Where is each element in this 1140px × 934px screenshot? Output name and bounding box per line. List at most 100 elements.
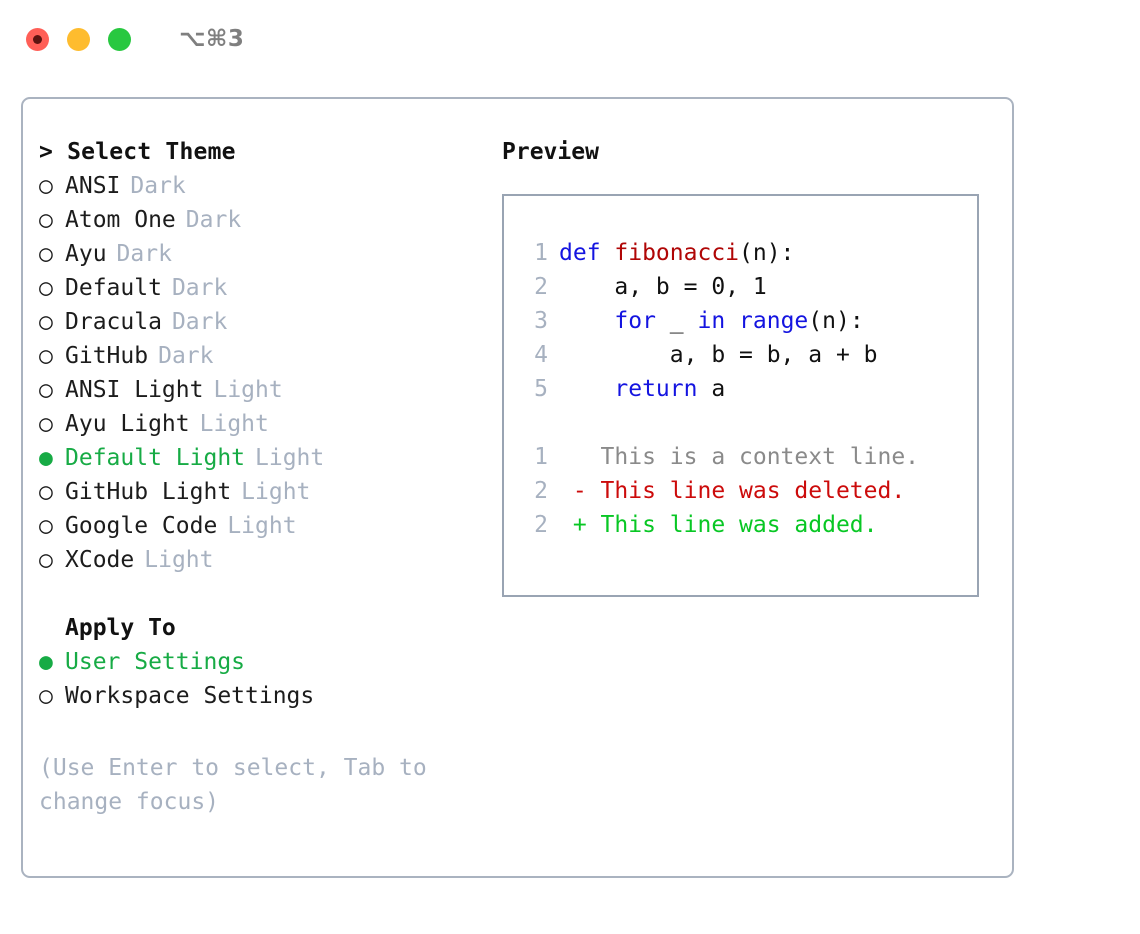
radio-unselected-icon[interactable]: ○ — [39, 411, 53, 437]
code-line: 2 a, b = 0, 1 — [520, 274, 977, 308]
theme-list-item[interactable]: ○ XCode Light — [39, 547, 479, 581]
apply-to-item[interactable]: ● User Settings — [39, 649, 479, 683]
preview-heading: Preview — [502, 139, 599, 165]
diff-line-number: 2 — [534, 478, 548, 504]
theme-mode-badge: Light — [199, 411, 269, 437]
theme-list-item[interactable]: ○ ANSI Dark — [39, 173, 479, 207]
theme-list-item[interactable]: ○ ANSI Light Light — [39, 377, 479, 411]
radio-unselected-icon[interactable]: ○ — [39, 173, 53, 199]
theme-mode-badge: Dark — [185, 207, 242, 233]
radio-unselected-icon[interactable]: ○ — [39, 241, 53, 267]
minimize-button[interactable] — [67, 27, 90, 51]
code-token-plain: _ — [655, 308, 698, 334]
theme-mode-badge: Light — [241, 479, 311, 505]
theme-mode-badge: Light — [213, 377, 283, 403]
diff-line-number: 1 — [534, 444, 548, 470]
diff-line-text: - This line was deleted. — [559, 478, 906, 504]
radio-unselected-icon[interactable]: ○ — [39, 309, 53, 335]
code-token-plain — [559, 376, 614, 402]
close-button[interactable] — [26, 27, 49, 51]
theme-name-label: ANSI Light — [65, 377, 204, 403]
theme-name-label: Atom One — [65, 207, 176, 233]
theme-name-label: XCode — [65, 547, 135, 573]
theme-list-item[interactable]: ○ Dracula Dark — [39, 309, 479, 343]
radio-unselected-icon[interactable]: ○ — [39, 377, 53, 403]
radio-unselected-icon[interactable]: ○ — [39, 275, 53, 301]
code-token-plain: a, b = 0, 1 — [559, 274, 767, 300]
code-token-fn: fibonacci — [614, 240, 740, 266]
code-token-plain — [725, 308, 739, 334]
theme-mode-badge: Light — [227, 513, 297, 539]
theme-list-item[interactable]: ○ Ayu Light Light — [39, 411, 479, 445]
code-line-number: 3 — [534, 308, 548, 334]
theme-list-item[interactable]: ○ GitHub Dark — [39, 343, 479, 377]
theme-mode-badge: Light — [144, 547, 214, 573]
code-token-kw: in — [697, 308, 726, 334]
radio-unselected-icon[interactable]: ○ — [39, 343, 53, 369]
theme-list-item[interactable]: ● Default Light Light — [39, 445, 479, 479]
code-line: 5 return a — [520, 376, 977, 410]
apply-to-list[interactable]: ● User Settings ○ Workspace Settings — [39, 649, 479, 717]
theme-name-label: Google Code — [65, 513, 218, 539]
theme-list-item[interactable]: ○ GitHub Light Light — [39, 479, 479, 513]
radio-unselected-icon[interactable]: ○ — [39, 513, 53, 539]
apply-to-item[interactable]: ○ Workspace Settings — [39, 683, 479, 717]
theme-name-label: Default Light — [65, 445, 246, 471]
theme-mode-badge: Dark — [171, 275, 228, 301]
window-controls — [26, 27, 131, 51]
theme-list-item[interactable]: ○ Google Code Light — [39, 513, 479, 547]
code-token-kw: return — [614, 376, 698, 402]
maximize-button[interactable] — [108, 27, 131, 51]
theme-list-item[interactable]: ○ Ayu Dark — [39, 241, 479, 275]
theme-name-label: Ayu Light — [65, 411, 190, 437]
theme-name-label: Dracula — [65, 309, 162, 335]
list-spacer — [39, 581, 479, 615]
radio-unselected-icon[interactable]: ○ — [39, 207, 53, 233]
keyboard-hint: (Use Enter to select, Tab to change focu… — [39, 755, 427, 815]
code-token-kw: range — [739, 308, 809, 334]
theme-mode-badge: Dark — [130, 173, 186, 199]
theme-name-label: Ayu — [65, 241, 107, 267]
select-theme-heading: > Select Theme — [39, 139, 236, 165]
radio-unselected-icon[interactable]: ○ — [39, 547, 53, 573]
theme-mode-badge: Light — [255, 445, 325, 471]
radio-unselected-icon[interactable]: ○ — [39, 479, 53, 505]
code-token-plain: (n): — [739, 240, 795, 266]
code-line: 3 for _ in range(n): — [520, 308, 977, 342]
radio-selected-icon[interactable]: ● — [39, 649, 53, 675]
code-line-text: a, b = 0, 1 — [559, 274, 767, 300]
code-line-text: return a — [559, 376, 725, 402]
apply-to-label: User Settings — [65, 649, 246, 675]
diff-line: 2 - This line was deleted. — [520, 478, 977, 512]
theme-mode-badge: Dark — [158, 343, 214, 369]
diff-line-text: + This line was added. — [559, 512, 878, 538]
theme-list-item[interactable]: ○ Atom One Dark — [39, 207, 479, 241]
theme-name-label: ANSI — [65, 173, 121, 199]
code-token-plain: a — [697, 376, 726, 402]
diff-line-text: This is a context line. — [559, 444, 920, 470]
code-line-number: 1 — [534, 240, 548, 266]
code-line-text: a, b = b, a + b — [559, 342, 878, 368]
theme-name-label: GitHub — [65, 343, 149, 369]
radio-selected-icon[interactable]: ● — [39, 445, 53, 471]
code-line-number: 2 — [534, 274, 548, 300]
code-line-text: for _ in range(n): — [559, 308, 864, 334]
diff-line-number: 2 — [534, 512, 548, 538]
code-line: 1 def fibonacci(n): — [520, 240, 977, 274]
diff-line: 2 + This line was added. — [520, 512, 977, 546]
theme-name-label: GitHub Light — [65, 479, 232, 505]
code-token-plain: (n): — [808, 308, 864, 334]
theme-mode-badge: Dark — [116, 241, 172, 267]
code-line-text: def fibonacci(n): — [559, 240, 794, 266]
code-token-kw: def — [559, 240, 615, 266]
radio-unselected-icon[interactable]: ○ — [39, 683, 53, 709]
code-token-plain: a, b = b, a + b — [559, 342, 878, 368]
diff-sample: 1 This is a context line. 2 - This line w… — [520, 444, 977, 546]
apply-to-label: Workspace Settings — [65, 683, 315, 709]
theme-mode-badge: Dark — [171, 309, 228, 335]
